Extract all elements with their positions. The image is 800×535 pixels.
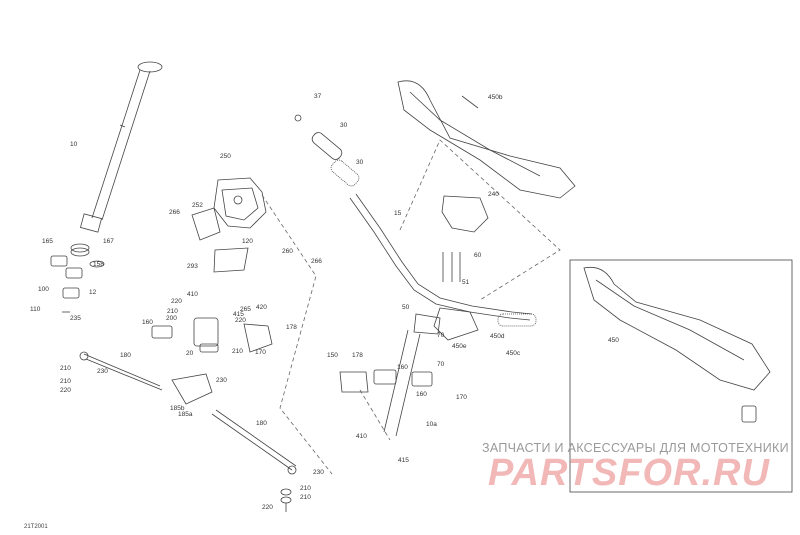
inset-callout: 450	[608, 337, 619, 344]
callout: 252	[192, 202, 203, 209]
callout: 450c	[506, 350, 521, 357]
callout: 220	[262, 504, 273, 511]
callout: 110	[30, 306, 41, 313]
steering-column	[80, 61, 163, 233]
callout: 170	[456, 394, 467, 401]
callout: 220	[60, 387, 71, 394]
callout: 60	[474, 252, 482, 259]
column-support	[191, 177, 267, 273]
tie-rods	[79, 351, 297, 512]
callout: 158	[93, 261, 104, 268]
callout: 420	[256, 304, 267, 311]
callout: 230	[216, 377, 227, 384]
callout: 235	[70, 315, 81, 322]
column-bearing-parts	[50, 243, 105, 313]
callout: 450e	[452, 343, 467, 350]
callout: 160	[142, 319, 153, 326]
callout: 180	[120, 352, 131, 359]
reference-lines	[261, 139, 561, 475]
callout: 410	[187, 291, 198, 298]
callout: 170	[255, 349, 266, 356]
callout: 415	[233, 311, 244, 318]
callout: 15	[394, 210, 402, 217]
callout: 210	[60, 378, 71, 385]
callout: 180	[256, 420, 267, 427]
callout: 50	[402, 304, 410, 311]
callout: 160	[416, 391, 427, 398]
callout: 266	[311, 258, 322, 265]
callout: 293	[187, 263, 198, 270]
callout: 230	[97, 368, 108, 375]
handlebar	[349, 193, 537, 327]
callout: 260	[282, 248, 293, 255]
callout: 20	[186, 350, 194, 357]
pad-clamp	[441, 195, 489, 233]
callout: 30	[340, 122, 348, 129]
lower-column	[339, 329, 433, 437]
watermark-tagline: ЗАПЧАСТИ И АКСЕССУАРЫ ДЛЯ МОТОТЕХНИКИ	[482, 441, 789, 455]
drawing-code: 21T2001	[24, 524, 48, 530]
callout: 160	[397, 364, 408, 371]
callout: 265	[240, 306, 251, 313]
callout: 210	[167, 308, 178, 315]
callout: 450d	[490, 333, 505, 340]
callout: 51	[462, 279, 470, 286]
inset-frame	[569, 259, 793, 493]
callout: 210	[300, 494, 311, 501]
callout: 240	[488, 191, 499, 198]
callout: 185a	[178, 411, 193, 418]
callout: 250	[220, 153, 231, 160]
callout: 120	[242, 238, 253, 245]
steering-arm-parts	[151, 317, 273, 353]
callout: 30	[356, 159, 364, 166]
callout: 70	[437, 361, 445, 368]
callout: 220	[171, 298, 182, 305]
callout: 178	[286, 324, 297, 331]
callout: 10a	[426, 421, 437, 428]
callout: 178	[352, 352, 363, 359]
callout: 210	[60, 365, 71, 372]
callout-labels: 10 165 167 158 100 12 110 235 250 252 26…	[30, 93, 619, 511]
watermark-logo-text: PARTSFOR.RU	[488, 452, 770, 494]
callout: 450b	[488, 94, 503, 101]
callout: 220	[235, 317, 246, 324]
handlebar-clamp	[413, 252, 479, 341]
callout: 266	[169, 209, 180, 216]
callout: 167	[103, 238, 114, 245]
callout: 165	[42, 238, 53, 245]
callout: 10	[70, 141, 78, 148]
callout: 410	[356, 433, 367, 440]
callout: 230	[313, 469, 324, 476]
callout: 37	[314, 93, 322, 100]
callout: 100	[38, 286, 49, 293]
callout: 185b	[170, 405, 185, 412]
callout: 70	[437, 332, 445, 339]
callout: 12	[89, 289, 97, 296]
callout: 210	[300, 485, 311, 492]
callout: 415	[398, 457, 409, 464]
handlebar-grips	[294, 114, 360, 187]
callout: 210	[232, 348, 243, 355]
handlebar-pad	[397, 80, 576, 199]
callout: 150	[327, 352, 338, 359]
callout: 200	[166, 315, 177, 322]
